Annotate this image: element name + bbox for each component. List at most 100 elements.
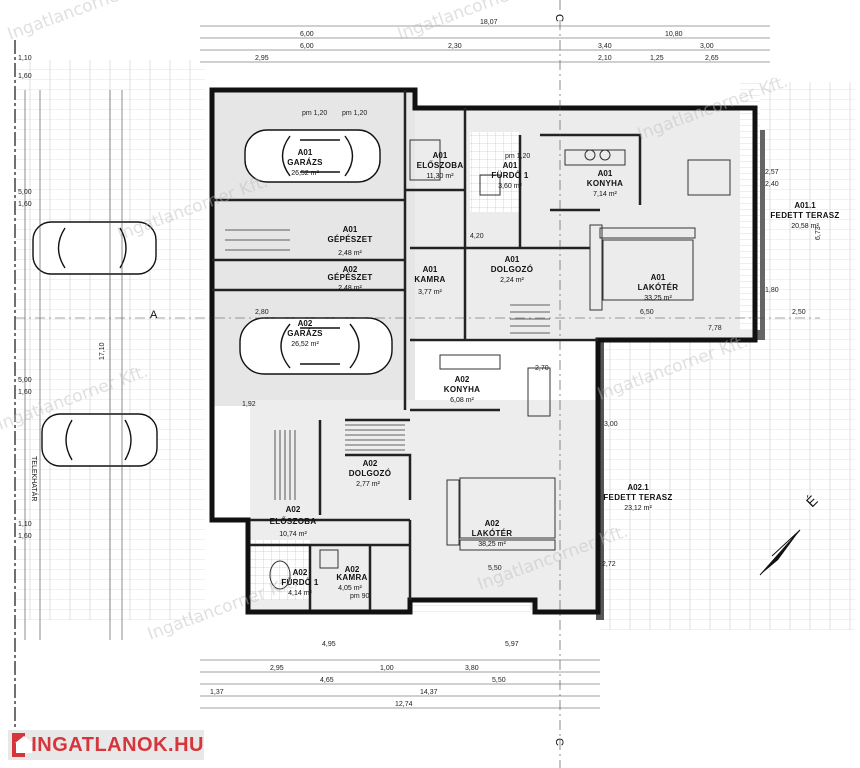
svg-text:A01: A01 — [343, 225, 358, 234]
svg-text:33,25 m²: 33,25 m² — [644, 295, 672, 302]
dimension-label: 6,73 — [815, 226, 822, 240]
svg-text:A01: A01 — [505, 255, 520, 264]
dimension-label: 4,95 — [322, 641, 336, 648]
svg-text:A01: A01 — [423, 265, 438, 274]
dimension-label: 2,65 — [705, 55, 719, 62]
walls — [209, 87, 758, 615]
svg-text:A02: A02 — [286, 505, 301, 514]
car-icon — [239, 317, 393, 375]
dimension-label: 3,40 — [598, 43, 612, 50]
dimension-label: 12,74 — [395, 701, 413, 708]
svg-text:A01: A01 — [433, 151, 448, 160]
dimension-label: 1,60 — [18, 533, 32, 540]
logo-text: INGATLANOK.HU — [31, 733, 204, 756]
svg-text:A02: A02 — [455, 375, 470, 384]
svg-text:A01: A01 — [651, 273, 666, 282]
svg-text:ELŐSZOBA: ELŐSZOBA — [270, 517, 317, 526]
svg-text:GÉPÉSZET: GÉPÉSZET — [327, 273, 372, 282]
svg-text:A02: A02 — [485, 519, 500, 528]
svg-text:20,58 m²: 20,58 m² — [791, 223, 819, 230]
svg-text:2,24 m²: 2,24 m² — [500, 277, 524, 284]
dimension-label: 5,97 — [505, 641, 519, 648]
dimension-label: 5,00 — [18, 189, 32, 196]
svg-text:LAKÓTÉR: LAKÓTÉR — [638, 283, 679, 292]
dimension-label: 18,07 — [480, 19, 498, 26]
svg-text:3,60 m²: 3,60 m² — [498, 183, 522, 190]
dimension-label: 1,60 — [18, 201, 32, 208]
site-logo[interactable]: INGATLANOK.HU — [8, 730, 204, 760]
dimension-label: 2,72 — [602, 561, 616, 568]
svg-text:23,12 m²: 23,12 m² — [624, 505, 652, 512]
dimension-label: 2,95 — [270, 665, 284, 672]
svg-text:38,25 m²: 38,25 m² — [478, 541, 506, 548]
car-icon — [41, 413, 158, 467]
svg-text:GÉPÉSZET: GÉPÉSZET — [327, 235, 372, 244]
svg-text:A01: A01 — [298, 148, 313, 157]
dimension-label: 1,10 — [18, 55, 32, 62]
dimension-label: 3,80 — [465, 665, 479, 672]
dimension-label: 5,50 — [488, 565, 502, 572]
svg-text:7,14 m²: 7,14 m² — [593, 191, 617, 198]
dimension-texts: 18,07 10,80 6,00 6,00 2,30 3,40 3,00 2,9… — [18, 19, 822, 708]
svg-text:FÜRDŐ 1: FÜRDŐ 1 — [281, 578, 318, 587]
svg-text:26,52 m²: 26,52 m² — [291, 341, 319, 348]
dimension-label: 5,50 — [492, 677, 506, 684]
watermark: Ingatlancorner Kft. — [5, 0, 161, 45]
inner-walls — [212, 90, 642, 610]
plan-annotations: A C C TELEKHATÁR pm 1,20 pm 1,20 pm 1,20… — [30, 14, 565, 746]
svg-text:11,30 m²: 11,30 m² — [426, 173, 454, 180]
svg-text:LAKÓTÉR: LAKÓTÉR — [472, 529, 513, 538]
svg-text:FÜRDŐ 1: FÜRDŐ 1 — [491, 171, 528, 180]
stairs — [225, 229, 550, 500]
house-icon — [12, 733, 34, 757]
dimension-label: 2,40 — [765, 181, 779, 188]
svg-text:A02: A02 — [298, 319, 313, 328]
svg-text:A01.1: A01.1 — [794, 201, 816, 210]
dimension-label: 1,92 — [242, 401, 256, 408]
svg-text:2,48 m²: 2,48 m² — [338, 250, 362, 257]
svg-text:ELŐSZOBA: ELŐSZOBA — [417, 161, 464, 170]
dimension-label: 2,50 — [792, 309, 806, 316]
section-marker-a: A — [150, 309, 158, 321]
svg-text:A02: A02 — [363, 459, 378, 468]
dimension-label: 1,80 — [765, 287, 779, 294]
boundary-label: TELEKHATÁR — [30, 456, 39, 501]
dimension-label: 17,10 — [99, 342, 106, 360]
svg-text:GARÁZS: GARÁZS — [287, 329, 323, 338]
svg-text:DOLGOZÓ: DOLGOZÓ — [349, 469, 392, 478]
svg-text:DOLGOZÓ: DOLGOZÓ — [491, 265, 534, 274]
dimension-label: 6,50 — [640, 309, 654, 316]
dimension-label: 1,25 — [650, 55, 664, 62]
dimension-label: 3,00 — [604, 421, 618, 428]
svg-text:10,74 m²: 10,74 m² — [279, 531, 307, 538]
dimension-label: 1,37 — [210, 689, 224, 696]
parapet-note: pm 1,20 — [342, 110, 367, 117]
dimension-label: 3,00 — [700, 43, 714, 50]
dimension-label: 5,00 — [18, 377, 32, 384]
furniture — [269, 139, 731, 590]
svg-text:KONYHA: KONYHA — [587, 179, 623, 188]
svg-text:FEDETT TERASZ: FEDETT TERASZ — [770, 211, 839, 220]
dimension-label: 4,20 — [470, 233, 484, 240]
svg-text:KAMRA: KAMRA — [336, 573, 367, 582]
dimension-label: 1,60 — [18, 73, 32, 80]
svg-text:2,48 m²: 2,48 m² — [338, 285, 362, 292]
svg-text:A02: A02 — [343, 265, 358, 274]
svg-text:KAMRA: KAMRA — [414, 275, 445, 284]
car-icon — [244, 129, 381, 183]
svg-text:FEDETT TERASZ: FEDETT TERASZ — [603, 493, 672, 502]
